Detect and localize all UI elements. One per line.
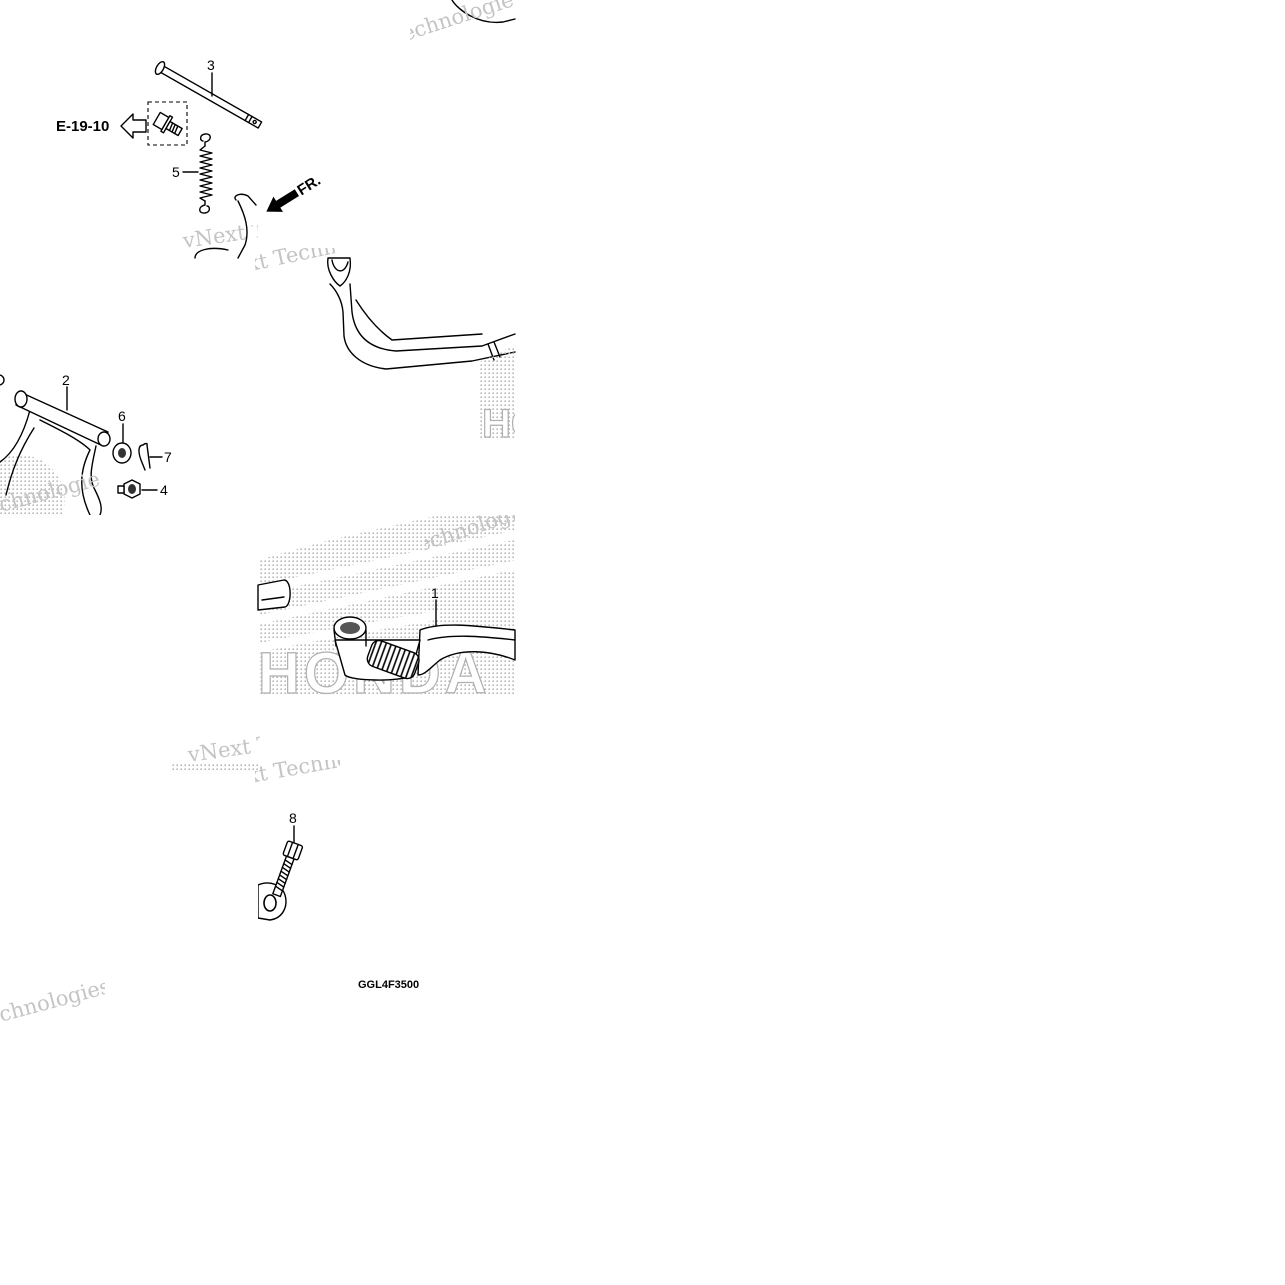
reference-bolt bbox=[152, 111, 183, 137]
svg-text:vNext Technologies: vNext Technologies bbox=[180, 200, 391, 253]
kick-pedal bbox=[333, 616, 516, 681]
pivot-arm-assembly bbox=[0, 374, 111, 515]
frame-outline-lower bbox=[194, 247, 229, 259]
reference-dashed-box bbox=[147, 101, 188, 146]
reference-arrow-icon[interactable] bbox=[120, 113, 147, 139]
dotted-strip bbox=[170, 762, 258, 771]
footrest-bar-shade bbox=[261, 596, 285, 601]
callout-1: 1 bbox=[431, 585, 439, 601]
watermark-b: vNext Technologies bbox=[180, 200, 391, 253]
callout-5: 5 bbox=[172, 164, 180, 180]
callout-8: 8 bbox=[289, 810, 297, 826]
watermark-h: vNext Technologies bbox=[0, 974, 113, 1051]
frame-outline bbox=[234, 193, 257, 259]
callout-2: 2 bbox=[62, 372, 70, 388]
cotter-pin bbox=[138, 442, 151, 471]
footrest-bar bbox=[257, 579, 291, 611]
partial-outline-top bbox=[451, 0, 516, 24]
washer bbox=[112, 442, 132, 464]
watermark-f: vNext Technologies bbox=[185, 714, 396, 767]
front-arrow-icon bbox=[266, 189, 299, 212]
front-direction-marker: FR. bbox=[266, 172, 324, 212]
nut bbox=[117, 479, 141, 499]
svg-text:vNext Technologies: vNext Technologies bbox=[0, 974, 113, 1051]
logo-patch-upper: HONDA bbox=[480, 345, 629, 446]
front-marker-label: FR. bbox=[294, 172, 324, 199]
callout-7: 7 bbox=[164, 449, 172, 465]
callout-3: 3 bbox=[207, 57, 215, 73]
svg-text:HONDA: HONDA bbox=[482, 402, 629, 446]
return-spring bbox=[199, 133, 213, 214]
bolt-assembly bbox=[258, 840, 304, 921]
callout-4: 4 bbox=[160, 482, 168, 498]
watermark-a: vNext Technologies bbox=[320, 0, 527, 72]
svg-text:vNext Technologies: vNext Technologies bbox=[320, 0, 527, 72]
stand-body bbox=[326, 257, 516, 370]
kick-pedal-grip bbox=[366, 639, 420, 680]
drawing-code: GGL4F3500 bbox=[358, 979, 419, 991]
callout-6: 6 bbox=[118, 408, 126, 424]
reference-label[interactable]: E-19-10 bbox=[56, 118, 109, 135]
svg-text:vNext Technologies: vNext Technologies bbox=[185, 714, 396, 767]
pivot-pin bbox=[154, 60, 263, 129]
